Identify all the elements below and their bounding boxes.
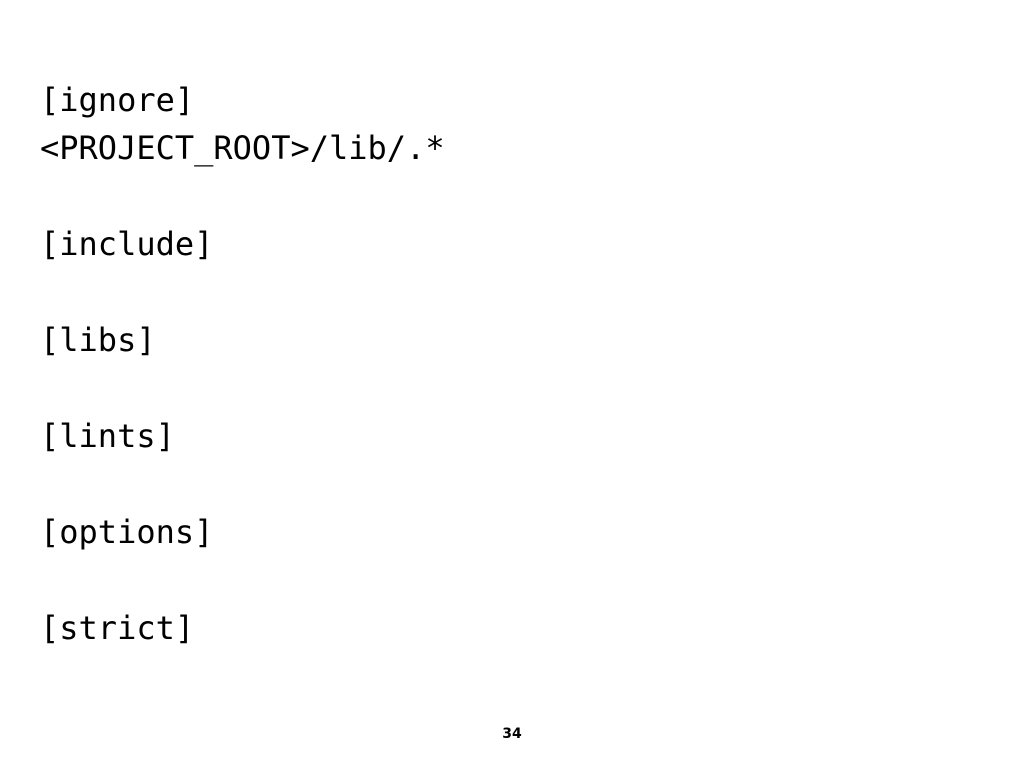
blank-line	[40, 364, 445, 412]
blank-line	[40, 556, 445, 604]
code-line-ignore-header: [ignore]	[40, 81, 195, 119]
blank-line	[40, 268, 445, 316]
code-line-ignore-pattern: <PROJECT_ROOT>/lib/.*	[40, 129, 445, 167]
blank-line	[40, 172, 445, 220]
code-line-libs-header: [libs]	[40, 321, 156, 359]
config-code-block: [ignore] <PROJECT_ROOT>/lib/.* [include]…	[40, 76, 445, 652]
code-line-include-header: [include]	[40, 225, 214, 263]
blank-line	[40, 460, 445, 508]
code-line-options-header: [options]	[40, 513, 214, 551]
code-line-lints-header: [lints]	[40, 417, 175, 455]
page-number: 34	[502, 726, 522, 742]
code-line-strict-header: [strict]	[40, 609, 195, 647]
